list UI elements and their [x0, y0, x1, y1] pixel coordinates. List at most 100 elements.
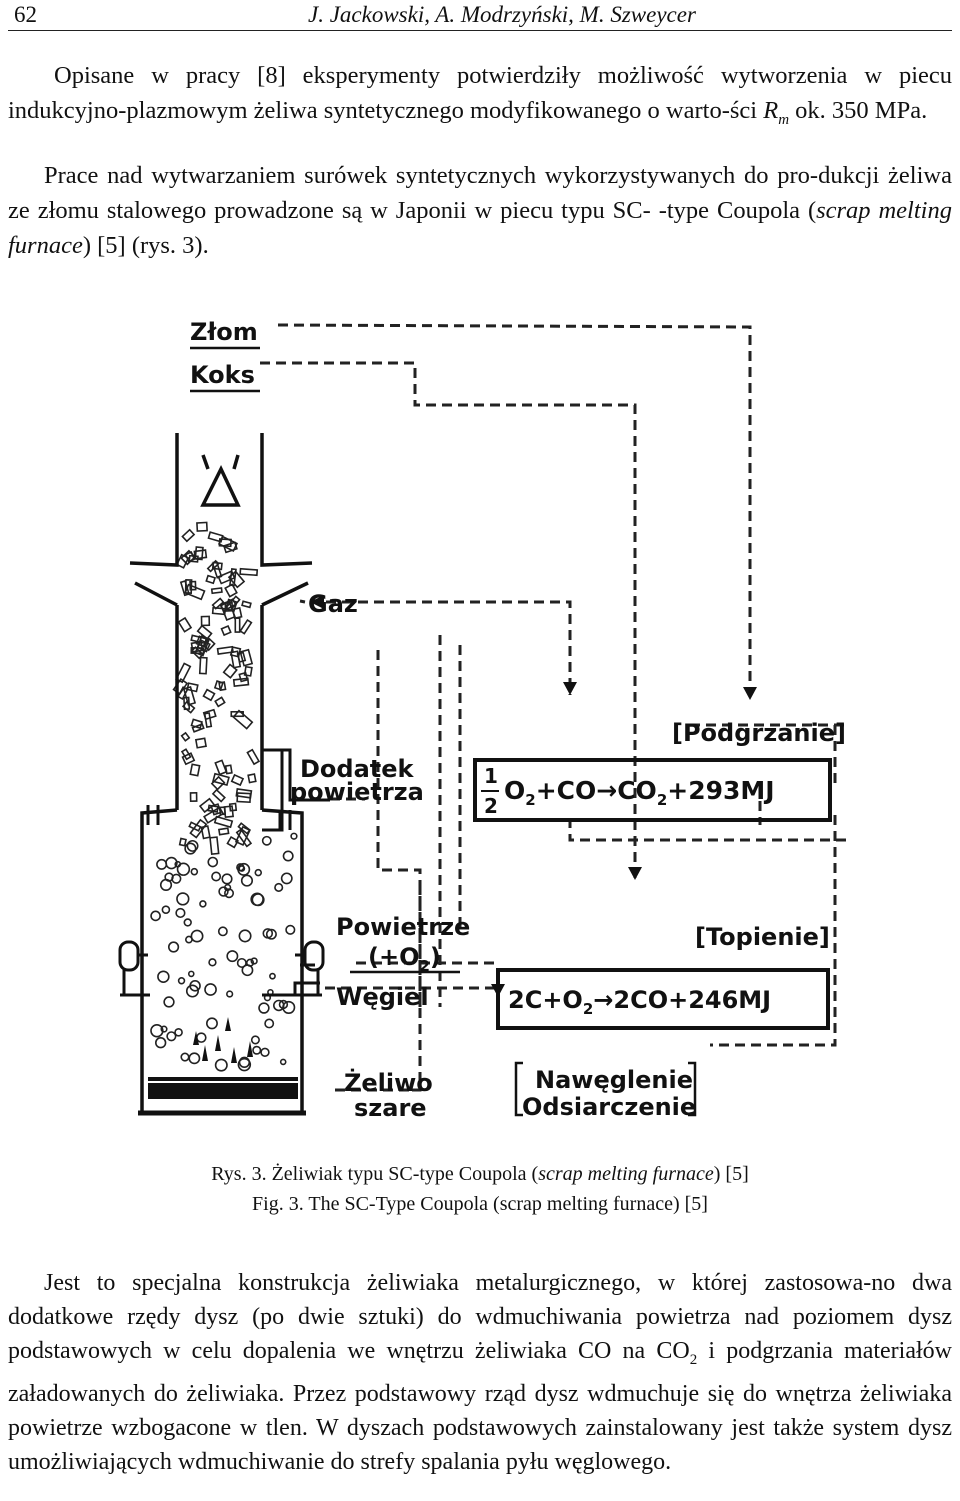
coke-piece [265, 928, 277, 940]
scrap-piece [177, 616, 193, 633]
coke-piece [163, 996, 175, 1008]
scrap-piece [198, 656, 208, 675]
paragraph-2-text: Prace nad wytwarzaniem surówek syntetycz… [8, 162, 952, 224]
coke-piece [237, 1057, 252, 1072]
scrap-piece [181, 528, 196, 543]
coke-piece [174, 860, 182, 868]
coke-piece [273, 999, 285, 1012]
coke-piece [185, 984, 199, 998]
scrap-piece [210, 587, 223, 595]
scrap-piece [212, 772, 230, 786]
scrap-piece [239, 648, 254, 667]
scrap-piece [210, 775, 226, 791]
scrap-piece [228, 802, 238, 812]
label-powietrza: powietrza [290, 778, 424, 806]
scrap-piece [178, 837, 187, 847]
coke-piece [204, 983, 217, 996]
scrap-piece [211, 560, 223, 579]
svg-text:2: 2 [484, 794, 498, 818]
label-o2: (+O2) [368, 943, 441, 975]
scrap-piece [202, 688, 216, 702]
coke-piece [190, 867, 199, 876]
scrap-piece [183, 696, 191, 711]
coke-piece [274, 882, 284, 892]
coke-piece [167, 941, 180, 953]
scrap-piece [190, 718, 203, 730]
coke-piece [238, 1056, 251, 1068]
scrap-piece [230, 773, 245, 787]
scrap-piece [186, 682, 199, 693]
coke-piece [199, 900, 207, 908]
tuyere-left-icon [118, 940, 150, 997]
coke-piece [156, 858, 168, 870]
scrap-piece [241, 600, 252, 609]
figure-coupola-diagram: Złom Koks Gaz Dodatek powietrza Powietrz… [110, 305, 850, 1135]
scrap-piece [232, 709, 254, 730]
svg-text:2C+O2→2CO+246MJ: 2C+O2→2CO+246MJ [508, 986, 771, 1018]
coke-piece [240, 874, 254, 887]
scrap-piece [235, 828, 253, 848]
scrap-piece [189, 763, 201, 777]
label-wegiel: Węgiel [336, 983, 429, 1011]
scrap-piece [205, 574, 217, 585]
coke-piece [175, 907, 186, 919]
scrap-piece [246, 748, 261, 766]
coke-piece [260, 1047, 270, 1058]
drip-marks [193, 1017, 253, 1063]
scrap-piece [213, 680, 224, 691]
scrap-piece [223, 805, 234, 819]
paragraph-1-text: Opisane w pracy [8] eksperymenty potwier… [8, 62, 952, 124]
scrap-piece [189, 818, 208, 839]
coke-piece [218, 886, 229, 897]
paragraph-2-italic: scrap melting furnace [8, 197, 952, 259]
svg-text:O2+CO→CO2+293MJ: O2+CO→CO2+293MJ [504, 776, 775, 809]
coke-piece [236, 863, 245, 872]
scrap-piece [226, 835, 240, 849]
coke-piece [211, 871, 222, 882]
svg-text:1: 1 [484, 764, 498, 788]
scrap-piece [196, 624, 213, 640]
coke-piece [282, 1000, 296, 1014]
coke-piece [250, 957, 258, 965]
scrap-piece [243, 665, 253, 677]
paragraph-1-end: ok. 350 MPa. [789, 97, 928, 124]
coke-piece [252, 1045, 262, 1055]
coke-piece [185, 935, 193, 944]
scrap-piece [184, 579, 193, 594]
coke-piece [226, 950, 239, 963]
co2-subscript: 2 [689, 1351, 698, 1368]
scrap-piece [191, 723, 205, 733]
scrap-piece [211, 597, 225, 610]
coke-piece [217, 926, 228, 937]
scrap-piece [193, 549, 208, 560]
coke-piece [183, 918, 192, 927]
paragraph-2-end: ) [5] (rys. 3). [82, 232, 209, 259]
coke-piece [254, 868, 263, 877]
coke-piece [190, 929, 204, 943]
paragraph-3-text: Jest to specjalna konstrukcja żeliwiaka … [8, 1270, 952, 1364]
coke-piece [207, 856, 219, 868]
secondary-air-nozzles [146, 805, 292, 830]
scrap-piece [203, 712, 213, 728]
scrap-piece [189, 580, 197, 591]
scrap-piece [247, 773, 257, 784]
coke-piece [282, 850, 294, 862]
coke-piece [180, 1052, 190, 1062]
coke-piece [184, 842, 197, 855]
scrap-piece [214, 696, 226, 708]
scrap-piece [222, 663, 238, 679]
running-header: 62 J. Jackowski, A. Modrzyński, M. Szwey… [8, 0, 952, 31]
equation-2: 2C+O2→2CO+246MJ [508, 986, 771, 1018]
coke-piece [208, 958, 217, 967]
caption-polish: Rys. 3. Żeliwiak typu SC-type Coupola (s… [211, 1163, 749, 1185]
coke-piece [226, 990, 234, 998]
label-topienie: [Topienie] [695, 923, 830, 951]
scrap-piece [239, 567, 259, 577]
coke-piece [189, 980, 201, 992]
flow-lines [260, 323, 850, 1092]
scrap-piece [200, 615, 211, 627]
scrap-piece [229, 646, 242, 658]
coke-piece [171, 873, 182, 884]
coke-piece [264, 1018, 275, 1029]
coke-piece [221, 873, 233, 885]
